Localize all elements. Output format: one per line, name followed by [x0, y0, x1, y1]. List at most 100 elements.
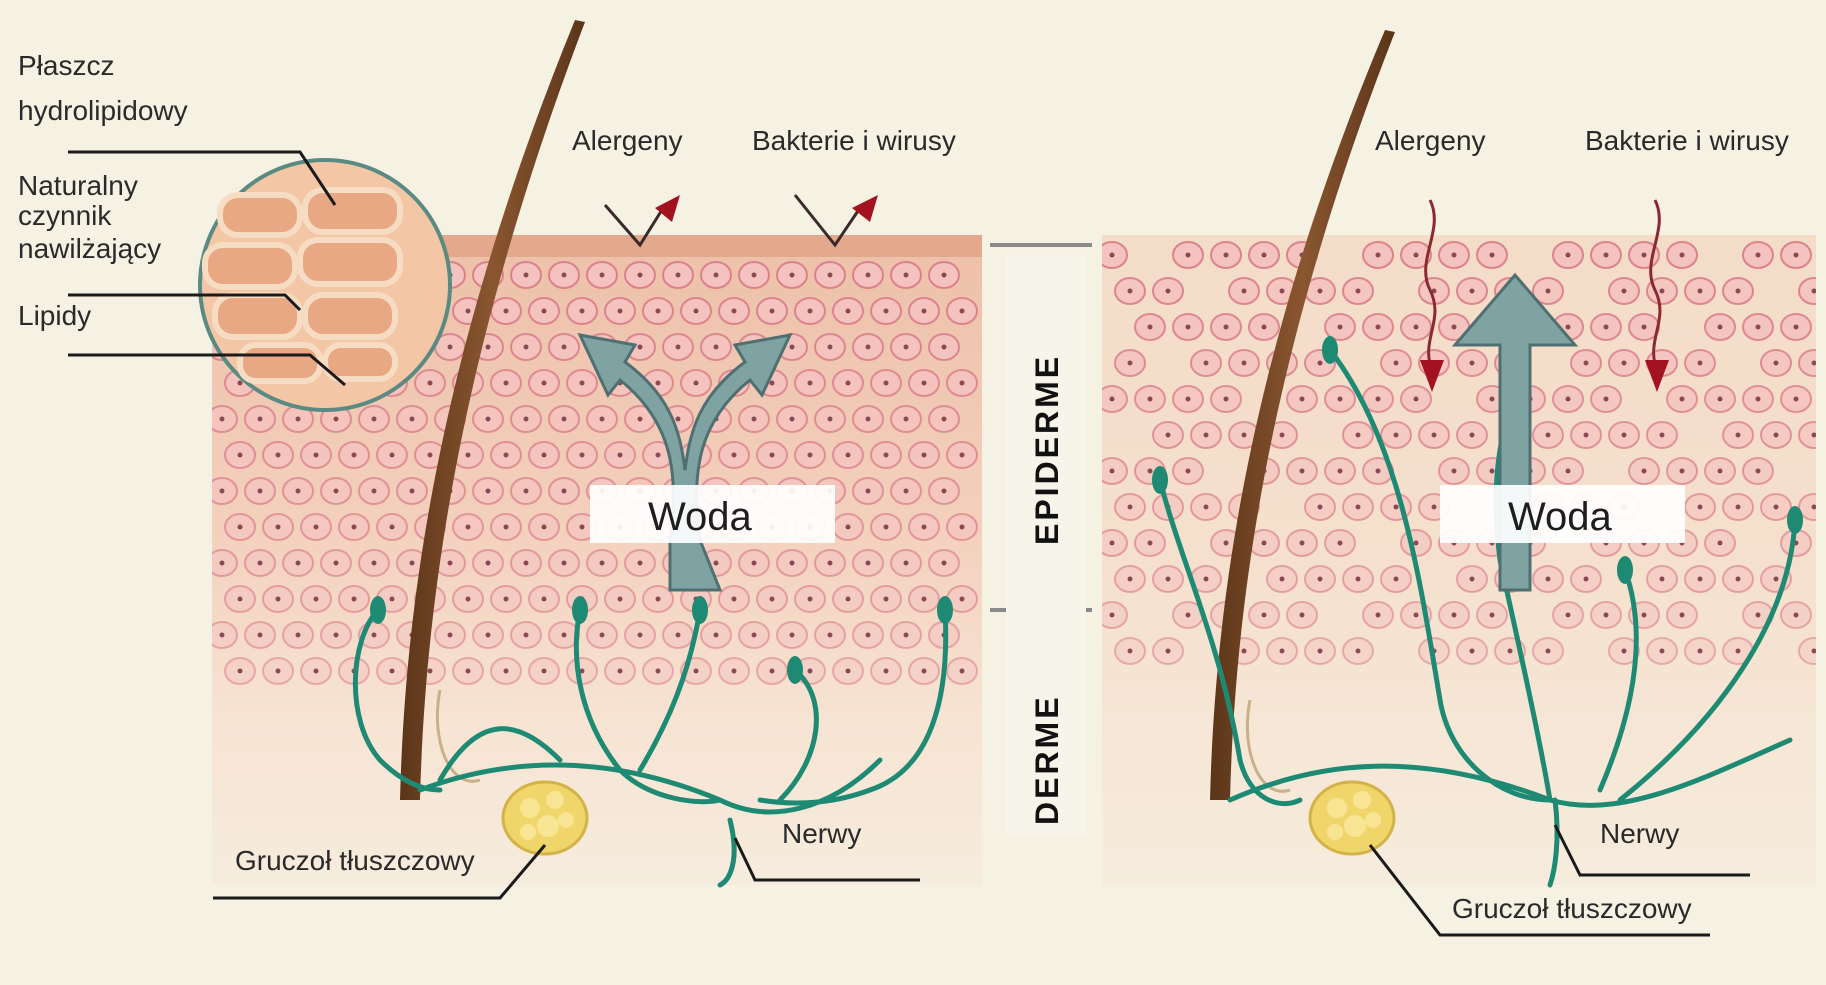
- inset-label-5: nawilżający: [18, 233, 161, 264]
- right-skin-panel: [1097, 235, 1826, 885]
- cell-nucleus: [1604, 613, 1609, 618]
- cell-nucleus: [1490, 253, 1495, 258]
- cell-nucleus: [238, 453, 243, 458]
- cell-nucleus: [1566, 469, 1571, 474]
- cell-nucleus: [960, 525, 965, 530]
- cell-nucleus: [656, 669, 661, 674]
- cell-nucleus: [942, 489, 947, 494]
- cell-nucleus: [1584, 577, 1589, 582]
- cell-nucleus: [1414, 325, 1419, 330]
- cell-nucleus: [1680, 469, 1685, 474]
- cell-nucleus: [1394, 361, 1399, 366]
- cell-nucleus: [904, 489, 909, 494]
- cell-nucleus: [562, 561, 567, 566]
- cell-nucleus: [1452, 325, 1457, 330]
- cell-nucleus: [1812, 505, 1817, 510]
- cell-nucleus: [1300, 541, 1305, 546]
- cell-nucleus: [808, 453, 813, 458]
- cell-nucleus: [1756, 253, 1761, 258]
- cell-nucleus: [486, 633, 491, 638]
- cell-nucleus: [732, 453, 737, 458]
- cell-nucleus: [676, 273, 681, 278]
- cell-nucleus: [1376, 253, 1381, 258]
- cell-nucleus: [220, 633, 225, 638]
- cell-nucleus: [828, 561, 833, 566]
- cell-nucleus: [904, 345, 909, 350]
- cell-nucleus: [1148, 397, 1153, 402]
- cell-nucleus: [752, 561, 757, 566]
- cell-nucleus: [524, 561, 529, 566]
- cell-nucleus: [846, 381, 851, 386]
- cell-nucleus: [942, 417, 947, 422]
- cell-nucleus: [866, 345, 871, 350]
- cell-nucleus: [562, 417, 567, 422]
- cell-nucleus: [828, 417, 833, 422]
- cell-nucleus: [504, 453, 509, 458]
- cell-nucleus: [1470, 577, 1475, 582]
- cell-nucleus: [1774, 577, 1779, 582]
- cell-nucleus: [770, 669, 775, 674]
- cell-nucleus: [486, 561, 491, 566]
- cell-nucleus: [1318, 505, 1323, 510]
- cell-nucleus: [960, 597, 965, 602]
- cell-nucleus: [1774, 361, 1779, 366]
- cell-nucleus: [694, 309, 699, 314]
- cell-nucleus: [1622, 289, 1627, 294]
- cell-nucleus: [752, 273, 757, 278]
- cell-nucleus: [808, 381, 813, 386]
- cell-nucleus: [1736, 505, 1741, 510]
- cell-nucleus: [562, 489, 567, 494]
- cell-nucleus: [770, 309, 775, 314]
- cell-nucleus: [1774, 505, 1779, 510]
- cell-nucleus: [600, 273, 605, 278]
- cell-nucleus: [1774, 433, 1779, 438]
- cell-nucleus: [1186, 325, 1191, 330]
- cell-nucleus: [1812, 289, 1817, 294]
- cell-nucleus: [732, 597, 737, 602]
- cell-nucleus: [638, 561, 643, 566]
- cell-nucleus: [1148, 469, 1153, 474]
- cell-nucleus: [1680, 397, 1685, 402]
- cell-nucleus: [808, 597, 813, 602]
- cell-nucleus: [1452, 469, 1457, 474]
- cell-nucleus: [904, 561, 909, 566]
- cell-nucleus: [790, 417, 795, 422]
- cell-nucleus: [1794, 397, 1799, 402]
- cell-nucleus: [1698, 361, 1703, 366]
- cell-nucleus: [562, 633, 567, 638]
- cell-nucleus: [866, 273, 871, 278]
- left-nerves-label: Nerwy: [782, 818, 861, 849]
- cell-nucleus: [486, 417, 491, 422]
- cell-nucleus: [1660, 289, 1665, 294]
- cell-nucleus: [486, 345, 491, 350]
- cell-nucleus: [1128, 577, 1133, 582]
- left-gland-label: Gruczoł tłuszczowy: [235, 845, 475, 876]
- cell-nucleus: [504, 309, 509, 314]
- cell-nucleus: [1414, 253, 1419, 258]
- cell-nucleus: [258, 633, 263, 638]
- cell-nucleus: [1110, 253, 1115, 258]
- cell-nucleus: [600, 561, 605, 566]
- cell-nucleus: [808, 309, 813, 314]
- cell-nucleus: [1280, 433, 1285, 438]
- cell-nucleus: [1566, 397, 1571, 402]
- cell-nucleus: [334, 489, 339, 494]
- cell-nucleus: [1318, 289, 1323, 294]
- inset-label-6: Lipidy: [18, 300, 91, 331]
- cell-nucleus: [770, 381, 775, 386]
- cell-nucleus: [1490, 469, 1495, 474]
- cell-nucleus: [1490, 397, 1495, 402]
- cell-nucleus: [1128, 505, 1133, 510]
- cell-nucleus: [1318, 649, 1323, 654]
- cell-nucleus: [276, 525, 281, 530]
- cell-nucleus: [1414, 397, 1419, 402]
- cell-nucleus: [1718, 541, 1723, 546]
- cell-nucleus: [1452, 253, 1457, 258]
- cell-nucleus: [1280, 577, 1285, 582]
- cell-nucleus: [276, 453, 281, 458]
- cell-nucleus: [1680, 253, 1685, 258]
- cell-nucleus: [238, 669, 243, 674]
- cell-nucleus: [846, 669, 851, 674]
- cell-nucleus: [1242, 649, 1247, 654]
- cell-nucleus: [1376, 325, 1381, 330]
